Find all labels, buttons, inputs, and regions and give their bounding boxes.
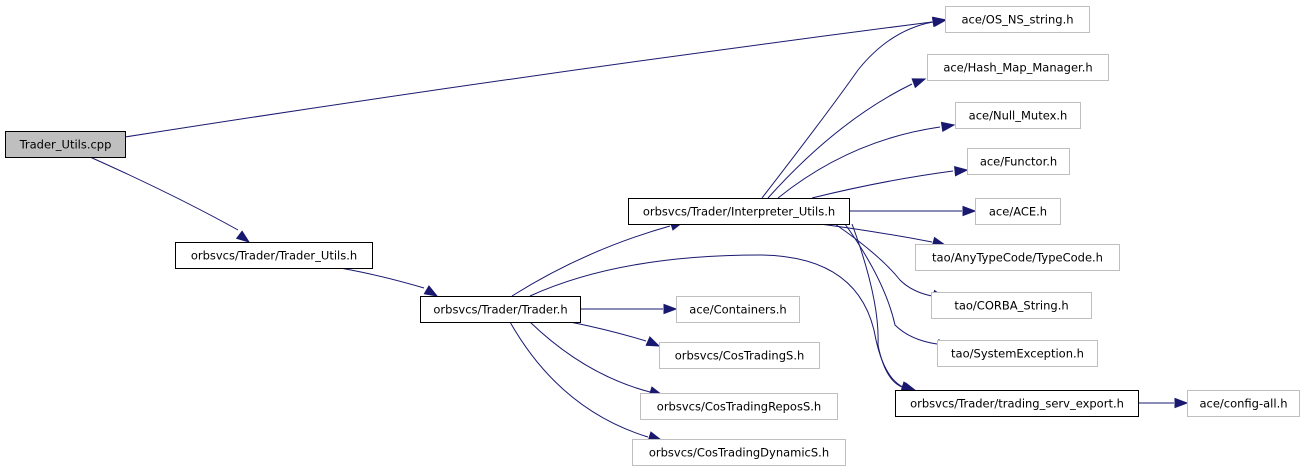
header-file-node: tao/AnyTypeCode/TypeCode.h [915,244,1120,271]
node-label: orbsvcs/CosTradingReposS.h [657,400,821,414]
node-box [676,296,800,323]
header-file-node: ace/ACE.h [975,198,1061,225]
node-label: orbsvcs/CosTradingS.h [675,349,805,363]
node-label: ace/Containers.h [689,303,786,317]
node-box [955,102,1081,129]
node-label: ace/OS_NS_string.h [961,13,1073,27]
node-label: orbsvcs/Trader/Trader.h [433,303,567,317]
node-box [640,393,838,420]
arrowhead-icon [911,78,927,89]
edge-line [844,223,938,345]
root-file-node: Trader_Utils.cpp [5,131,126,158]
edge-line [851,223,903,388]
edge-line [339,267,425,289]
node-label: tao/CORBA_String.h [954,299,1068,313]
edge-line [761,21,934,199]
node-box [931,292,1092,319]
header-file-node: ace/Functor.h [967,148,1070,175]
header-file-node: tao/SystemException.h [937,340,1098,367]
node-box [937,340,1098,367]
header-file-node: ace/OS_NS_string.h [945,6,1090,33]
node-box [632,439,846,466]
header-file-node: ace/Null_Mutex.h [955,102,1081,129]
node-label: tao/SystemException.h [951,347,1084,361]
header-file-node: ace/config-all.h [1187,390,1300,417]
node-label: ace/ACE.h [989,205,1047,219]
edge-line [511,225,671,297]
edge-line [89,156,239,231]
dependency-edge [777,121,956,199]
header-file-node: orbsvcs/CosTradingReposS.h [640,393,838,420]
edge-line [811,170,954,199]
node-label: orbsvcs/CosTradingDynamicS.h [649,446,829,460]
node-label: orbsvcs/Trader/Interpreter_Utils.h [643,205,835,219]
node-box [927,54,1109,81]
dependency-edge [761,16,948,199]
node-box [945,6,1090,33]
edge-line [819,223,933,243]
node-label: orbsvcs/Trader/trading_serv_export.h [910,397,1124,411]
arrowhead-icon [1174,397,1189,409]
arrowhead-icon [663,303,678,315]
dependency-edge [89,156,251,243]
node-box [628,198,850,225]
arrowhead-icon [235,230,251,243]
header-file-node[interactable]: orbsvcs/Trader/Trader.h [420,296,581,323]
node-box [175,242,373,269]
node-label: orbsvcs/Trader/Trader_Utils.h [191,249,357,263]
header-file-node[interactable]: orbsvcs/Trader/trading_serv_export.h [895,390,1139,417]
node-box [659,342,820,369]
node-box [975,198,1061,225]
node-box [915,244,1120,271]
header-file-node: orbsvcs/CosTradingS.h [659,342,820,369]
header-file-node[interactable]: orbsvcs/Trader/Interpreter_Utils.h [628,198,850,225]
header-file-node: tao/CORBA_String.h [931,292,1092,319]
node-box [5,131,126,158]
arrowhead-icon [962,205,977,217]
node-box [967,148,1070,175]
node-box [420,296,581,323]
dependency-edge [529,254,918,393]
dependency-edge [767,78,927,199]
dependency-edge [339,267,439,297]
node-label: ace/Null_Mutex.h [969,109,1068,123]
dependency-edge [529,321,664,397]
arrowhead-icon [940,121,956,133]
node-label: Trader_Utils.cpp [19,138,112,152]
node-label: ace/Functor.h [980,155,1057,169]
dependency-edge [511,220,685,297]
arrowhead-icon [900,381,916,392]
arrowhead-icon [645,336,661,347]
header-file-node: ace/Containers.h [676,296,800,323]
dependency-edge [849,205,977,217]
edge-line [529,321,651,393]
dependency-edge [811,166,969,199]
edge-line [509,321,649,438]
header-file-node: orbsvcs/CosTradingDynamicS.h [632,439,846,466]
edge-line [834,223,933,297]
dependency-edge [819,223,947,247]
node-label: ace/Hash_Map_Manager.h [943,61,1092,75]
edge-line [767,83,913,199]
arrowhead-icon [423,285,439,297]
dependency-edge [509,321,663,442]
node-label: tao/AnyTypeCode/TypeCode.h [932,251,1103,265]
header-file-node[interactable]: orbsvcs/Trader/Trader_Utils.h [175,242,373,269]
header-file-node: ace/Hash_Map_Manager.h [927,54,1109,81]
dependency-edge [580,303,678,315]
edge-line [569,321,647,342]
arrowhead-icon [932,16,948,28]
node-box [895,390,1139,417]
nodes-layer: Trader_Utils.cpp ace/OS_NS_string.horbsvc… [5,6,1300,466]
arrowhead-icon [954,166,969,177]
node-box [1187,390,1300,417]
node-label: ace/config-all.h [1199,397,1287,411]
dependency-edge [1138,397,1189,409]
edge-line [777,126,941,199]
dependency-edge [569,321,661,347]
edge-line [124,21,933,138]
